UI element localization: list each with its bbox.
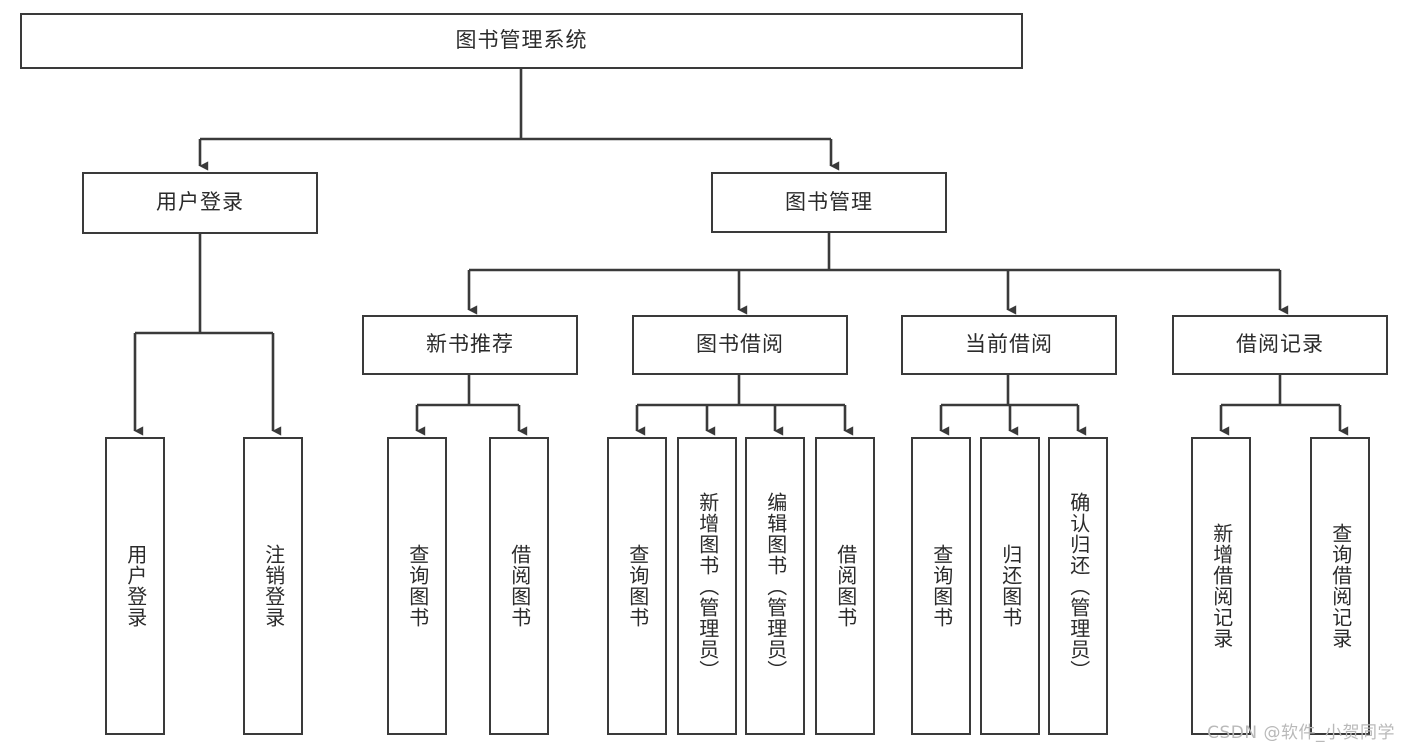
leaf-current-borrow-return[interactable]: 归还图书 <box>980 437 1040 735</box>
node-label: 注销登录 <box>261 544 286 628</box>
leaf-new-book-borrow[interactable]: 借阅图书 <box>489 437 549 735</box>
watermark-text: CSDN @软件_小贺同学 <box>1207 723 1395 743</box>
node-label: 确认归还（管理员） <box>1066 491 1091 681</box>
node-label: 图书管理系统 <box>455 28 588 53</box>
node-book-borrow[interactable]: 图书借阅 <box>632 315 848 375</box>
node-label: 用户登录 <box>156 190 244 215</box>
node-system-root[interactable]: 图书管理系统 <box>20 13 1023 69</box>
node-user-login[interactable]: 用户登录 <box>82 172 318 234</box>
node-label: 当前借阅 <box>965 332 1053 357</box>
node-label: 编辑图书（管理员） <box>763 491 788 681</box>
leaf-borrow-record-query[interactable]: 查询借阅记录 <box>1310 437 1370 735</box>
leaf-book-borrow-borrow[interactable]: 借阅图书 <box>815 437 875 735</box>
node-label: 新增图书（管理员） <box>695 491 720 681</box>
node-label: 查询图书 <box>405 544 430 628</box>
node-label: 查询借阅记录 <box>1328 523 1353 649</box>
node-label: 图书借阅 <box>696 332 784 357</box>
leaf-user-login-login[interactable]: 用户登录 <box>105 437 165 735</box>
leaf-borrow-record-add[interactable]: 新增借阅记录 <box>1191 437 1251 735</box>
leaf-user-login-logout[interactable]: 注销登录 <box>243 437 303 735</box>
leaf-book-borrow-add[interactable]: 新增图书（管理员） <box>677 437 737 735</box>
node-current-borrow[interactable]: 当前借阅 <box>901 315 1117 375</box>
node-label: 借阅图书 <box>833 544 858 628</box>
leaf-current-borrow-query[interactable]: 查询图书 <box>911 437 971 735</box>
leaf-book-borrow-query[interactable]: 查询图书 <box>607 437 667 735</box>
node-label: 用户登录 <box>123 544 148 628</box>
node-label: 新书推荐 <box>426 332 514 357</box>
leaf-book-borrow-edit[interactable]: 编辑图书（管理员） <box>745 437 805 735</box>
node-label: 归还图书 <box>998 544 1023 628</box>
node-label: 借阅记录 <box>1236 332 1324 357</box>
node-new-book-recommend[interactable]: 新书推荐 <box>362 315 578 375</box>
node-label: 图书管理 <box>785 189 873 214</box>
node-book-manage[interactable]: 图书管理 <box>711 172 947 233</box>
leaf-new-book-query[interactable]: 查询图书 <box>387 437 447 735</box>
leaf-current-borrow-confirm-return[interactable]: 确认归还（管理员） <box>1048 437 1108 735</box>
node-label: 查询图书 <box>625 544 650 628</box>
node-label: 新增借阅记录 <box>1209 523 1234 649</box>
node-label: 查询图书 <box>929 544 954 628</box>
node-label: 借阅图书 <box>507 544 532 628</box>
node-borrow-record[interactable]: 借阅记录 <box>1172 315 1388 375</box>
